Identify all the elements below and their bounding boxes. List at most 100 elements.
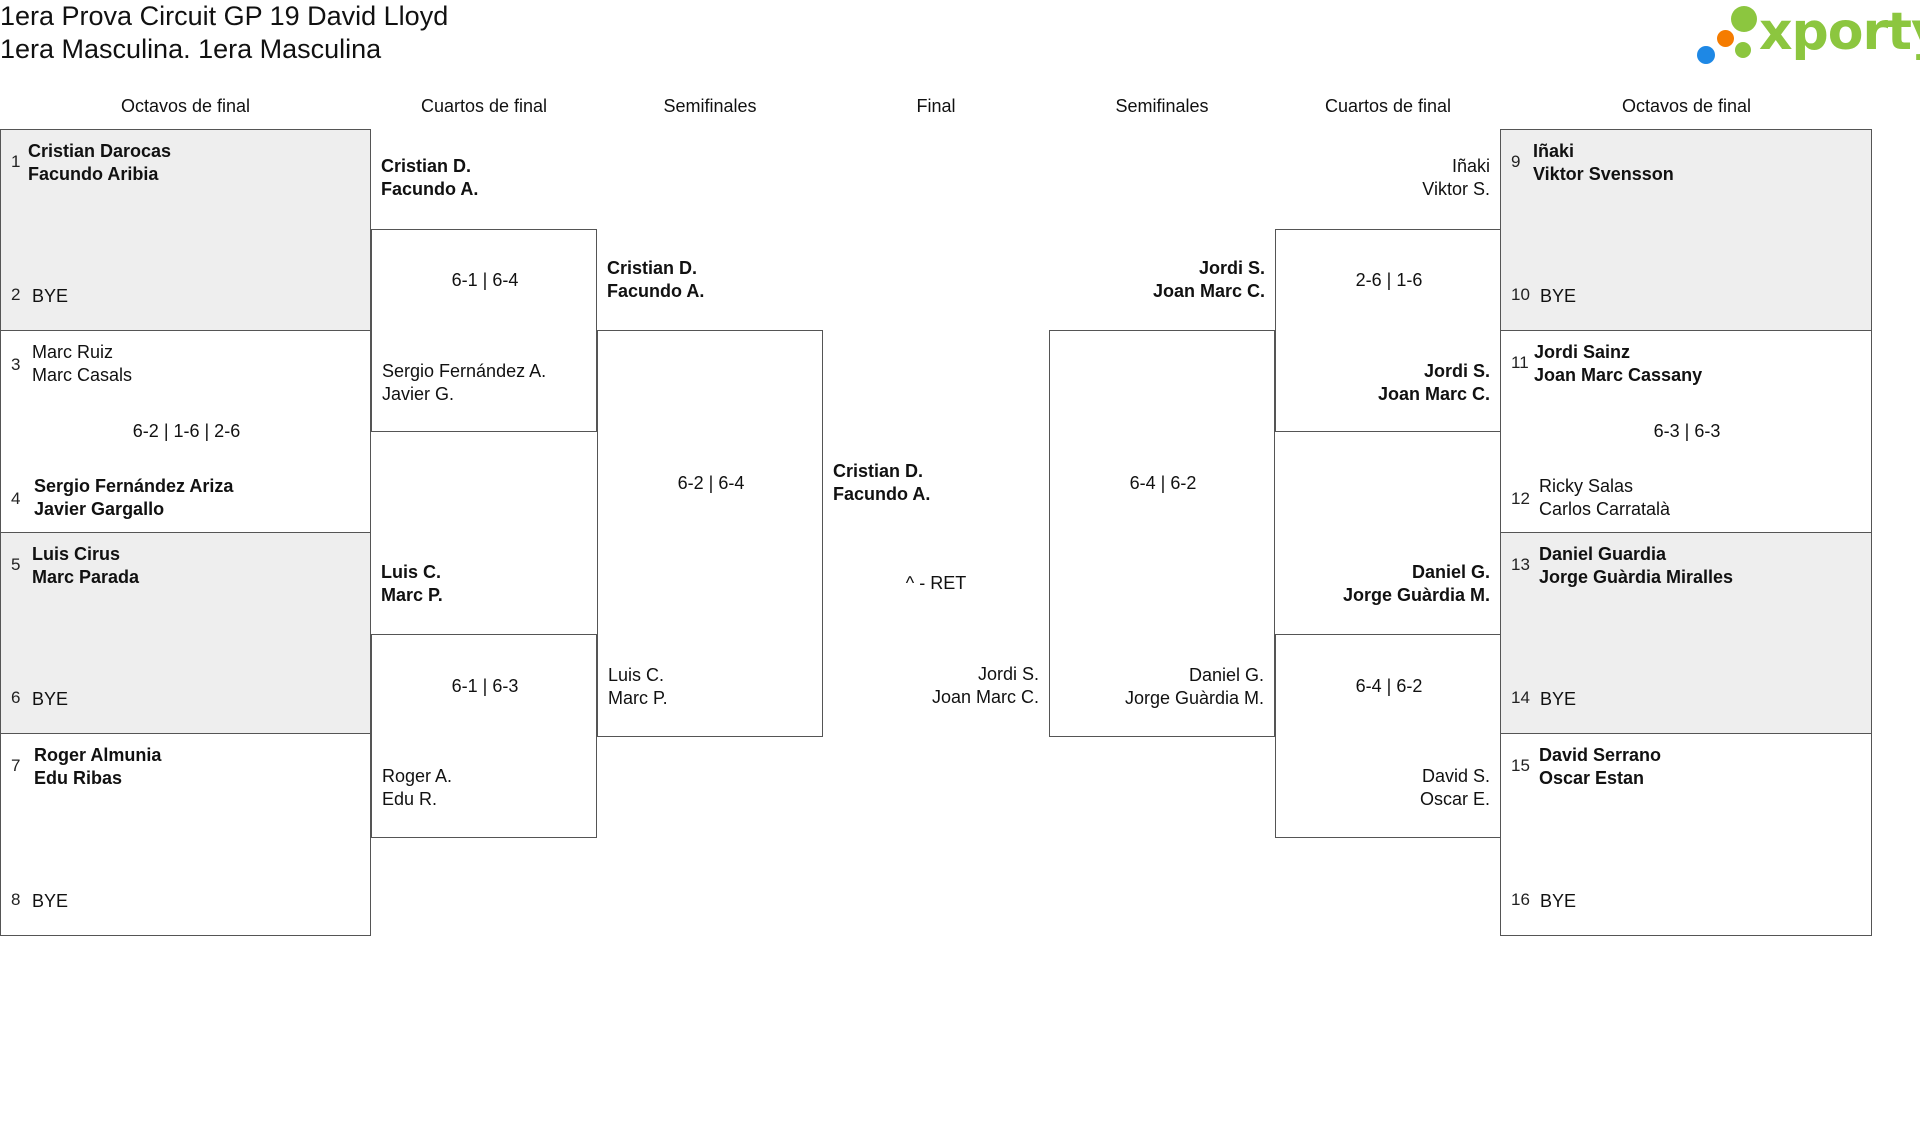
seed-number: 13 [1511, 555, 1530, 574]
seed-number: 1 [11, 152, 21, 171]
seed-number: 12 [1511, 489, 1530, 508]
team-player-1: Roger Almunia [34, 745, 162, 765]
team-player-1: BYE [32, 891, 69, 911]
team-player-2: Joan Marc C. [1152, 281, 1265, 301]
team-player-1: Daniel G. [1411, 562, 1490, 582]
match-left-sf[interactable]: 6-2 | 6-4 Luis C. Marc P. [597, 330, 823, 737]
team-player-1: Iñaki [1533, 141, 1575, 161]
seed-number: 10 [1511, 285, 1530, 304]
round-header-left-sf: Semifinales [663, 96, 757, 116]
seed-number: 4 [11, 489, 21, 508]
match-score: 6-4 | 6-2 [1355, 676, 1423, 696]
team-player-1: Ricky Salas [1539, 476, 1634, 496]
team-player-1: Sergio Fernández Ariza [34, 476, 234, 496]
seed-number: 16 [1511, 890, 1530, 909]
xporty-logo: xporty [1697, 2, 1920, 66]
match-left-qf-2[interactable]: 6-1 | 6-3 Roger A. Edu R. [371, 634, 597, 838]
match-score: 6-3 | 6-3 [1653, 421, 1721, 441]
team-player-1: Luis Cirus [32, 544, 121, 564]
team-player-1: Sergio Fernández A. [382, 361, 547, 381]
team-player-1: David Serrano [1539, 745, 1662, 765]
team-player-2: Javier G. [382, 384, 455, 404]
team-player-1: BYE [1540, 689, 1577, 709]
team-player-1: BYE [1540, 286, 1577, 306]
team-player-2: Oscar E. [1419, 789, 1490, 809]
team-player-1: Cristian Darocas [28, 141, 172, 161]
round-header-right-sf: Semifinales [1115, 96, 1209, 116]
seed-number: 5 [11, 555, 21, 574]
logo-dot-green-small [1735, 42, 1751, 58]
round-header-right-r16: Octavos de final [1621, 96, 1752, 116]
match-score: ^ - RET [905, 573, 967, 593]
match-left-qf-1[interactable]: 6-1 | 6-4 Sergio Fernández A. Javier G. [371, 229, 597, 432]
round-header-left-qf: Cuartos de final [420, 96, 548, 116]
match-right-qf-1[interactable]: 2-6 | 1-6 Jordi S. Joan Marc C. [1275, 229, 1501, 432]
match-final[interactable]: Cristian D. Facundo A. ^ - RET Jordi S. … [823, 330, 1049, 737]
team-player-1: Roger A. [382, 766, 453, 786]
team-player-1: Jordi S. [1198, 258, 1265, 278]
team-player-2: Marc P. [381, 585, 443, 605]
category-title: 1era Masculina. 1era Masculina [0, 34, 382, 64]
team-player-2: Jorge Guàrdia M. [1342, 585, 1490, 605]
team-player-2: Facundo A. [381, 179, 479, 199]
logo-dot-green-large [1731, 6, 1757, 32]
logo-text: xporty [1759, 2, 1920, 62]
seed-number: 14 [1511, 688, 1530, 707]
match-left-r16-2[interactable]: 3 Marc Ruiz Marc Casals 6-2 | 1-6 | 2-6 … [0, 330, 371, 533]
team-player-2: Marc P. [608, 688, 668, 708]
team-player-2: Facundo A. [607, 281, 705, 301]
seed-number: 6 [11, 688, 21, 707]
seed-number: 15 [1511, 756, 1530, 775]
logo-dot-orange [1717, 30, 1734, 47]
match-right-qf-2[interactable]: 6-4 | 6-2 David S. Oscar E. [1275, 634, 1501, 838]
match-score: 6-1 | 6-4 [451, 270, 519, 290]
team-player-2: Joan Marc Cassany [1534, 365, 1703, 385]
match-right-r16-2[interactable]: 11 Jordi Sainz Joan Marc Cassany 6-3 | 6… [1500, 330, 1872, 533]
team-player-1: Cristian D. [381, 156, 472, 176]
team-player-1: Iñaki [1451, 156, 1490, 176]
team-player-2: Joan Marc C. [1377, 384, 1490, 404]
team-player-2: Viktor Svensson [1533, 164, 1674, 184]
round-header-final: Final [916, 96, 956, 116]
team-player-2: Jorge Guàrdia Miralles [1539, 567, 1734, 587]
finalist-player-1: Cristian D. [833, 461, 924, 481]
seed-number: 9 [1511, 152, 1521, 171]
match-score: 6-4 | 6-2 [1129, 473, 1197, 493]
team-player-1: BYE [1540, 891, 1577, 911]
match-left-r16-3[interactable]: 5 Luis Cirus Marc Parada 6 BYE [0, 532, 371, 734]
team-player-1: David S. [1421, 766, 1490, 786]
team-player-1: BYE [32, 689, 69, 709]
seed-number: 2 [11, 285, 21, 304]
match-right-r16-4[interactable]: 15 David Serrano Oscar Estan 16 BYE [1500, 733, 1872, 936]
round-header-left-r16: Octavos de final [120, 96, 251, 116]
team-player-1: Luis C. [381, 562, 442, 582]
team-player-2: Oscar Estan [1539, 768, 1645, 788]
match-right-r16-1[interactable]: 9 Iñaki Viktor Svensson 10 BYE [1500, 129, 1872, 331]
tournament-title: 1era Prova Circuit GP 19 David Lloyd [0, 1, 449, 31]
team-player-2: Carlos Carratalà [1539, 499, 1671, 519]
team-player-2: Edu R. [382, 789, 438, 809]
team-player-1: Daniel Guardia [1539, 544, 1667, 564]
finalist-player-1: Jordi S. [977, 664, 1039, 684]
round-header-right-qf: Cuartos de final [1324, 96, 1452, 116]
team-player-2: Edu Ribas [34, 768, 123, 788]
team-player-2: Marc Casals [32, 365, 133, 385]
team-player-1: Cristian D. [607, 258, 698, 278]
team-player-2: Marc Parada [32, 567, 140, 587]
team-player-1: Jordi S. [1423, 361, 1490, 381]
team-player-2: Facundo Aribia [28, 164, 159, 184]
match-right-r16-3[interactable]: 13 Daniel Guardia Jorge Guàrdia Miralles… [1500, 532, 1872, 734]
team-player-1: Luis C. [608, 665, 665, 685]
team-player-2: Viktor S. [1422, 179, 1490, 199]
finalist-player-2: Joan Marc C. [931, 687, 1039, 707]
team-player-1: BYE [32, 286, 69, 306]
match-left-r16-4[interactable]: 7 Roger Almunia Edu Ribas 8 BYE [0, 733, 371, 936]
team-player-2: Jorge Guàrdia M. [1124, 688, 1264, 708]
seed-number: 7 [11, 756, 21, 775]
seed-number: 11 [1511, 353, 1529, 372]
logo-dot-blue [1697, 46, 1715, 64]
match-right-sf[interactable]: 6-4 | 6-2 Daniel G. Jorge Guàrdia M. [1049, 330, 1275, 737]
seed-number: 3 [11, 355, 21, 374]
match-score: 6-2 | 1-6 | 2-6 [132, 421, 241, 441]
match-left-r16-1[interactable]: 1 Cristian Darocas Facundo Aribia 2 BYE [0, 129, 371, 331]
